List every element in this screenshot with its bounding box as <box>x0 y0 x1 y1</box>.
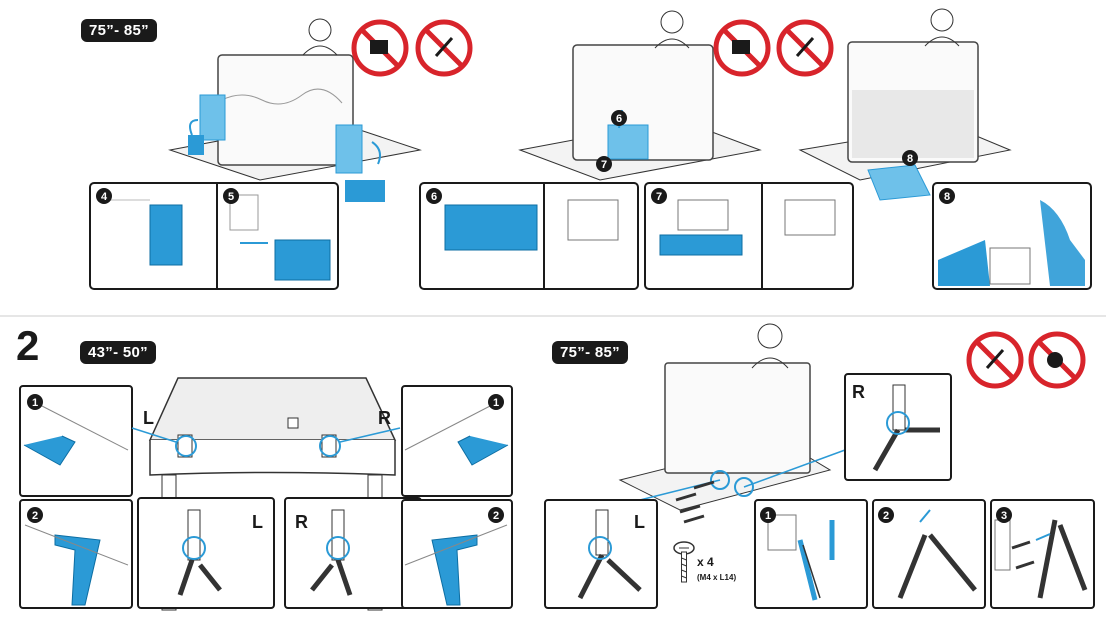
no-sharp-tool-icon <box>418 22 470 74</box>
side-label-right: R <box>295 512 308 532</box>
side-label-left: L <box>634 512 645 532</box>
step-badge-3-label: 3 <box>1001 510 1007 522</box>
tv-on-box-75-85 <box>618 323 846 511</box>
panel-right-step-1 <box>401 385 513 497</box>
step-badge-5-label: 5 <box>228 191 234 203</box>
step-badge-2-label: 2 <box>32 510 38 522</box>
step-badge-2-label: 2 <box>493 510 499 522</box>
callout-7-label: 7 <box>601 159 607 171</box>
panel-left-step-1 <box>19 385 133 497</box>
side-label-left: L <box>143 408 154 428</box>
size-badge-left: 43”- 50” <box>80 341 156 364</box>
screw-count: x 4 <box>697 555 714 569</box>
side-label-right: R <box>852 382 865 402</box>
step-badge-2-label: 2 <box>883 510 889 522</box>
panel-step-7 <box>644 182 854 290</box>
size-badge-right: 75”- 85” <box>552 341 628 364</box>
no-press-screen-icon <box>1031 334 1083 386</box>
panel-75-85-step-2 <box>872 499 986 609</box>
tv-on-table-43-50 <box>131 377 401 611</box>
step-badge-6-label: 6 <box>431 191 437 203</box>
screw-spec: (M4 x L14) <box>697 573 736 582</box>
step-badge-1-label: 1 <box>493 397 499 409</box>
panel-stand-left <box>137 497 275 609</box>
callout-6-label: 6 <box>616 113 622 125</box>
unbox-scene-left <box>168 18 422 202</box>
screw-icon <box>673 541 695 583</box>
step-badge-1-label: 1 <box>765 510 771 522</box>
step-badge-4-label: 4 <box>101 191 108 203</box>
side-label-right: R <box>378 408 391 428</box>
no-drop-on-floor-icon <box>354 22 406 74</box>
no-sharp-tool-icon <box>779 22 831 74</box>
step-badge-8-label: 8 <box>944 191 950 203</box>
side-label-left: L <box>252 512 263 532</box>
size-badge-top: 75”- 85” <box>81 19 157 42</box>
step-number: 2 <box>16 322 40 369</box>
callout-8-label: 8 <box>907 153 913 165</box>
step-badge-1-label: 1 <box>32 397 38 409</box>
panel-75-85-step-1 <box>754 499 868 609</box>
no-drop-on-floor-icon <box>716 22 768 74</box>
screw-group <box>675 480 715 524</box>
foam-block-5 <box>274 239 331 281</box>
unbox-scene-right <box>798 8 1012 201</box>
foam-block-4 <box>149 204 183 266</box>
panel-75-85-step-3 <box>990 499 1095 609</box>
step-badge-7-label: 7 <box>656 191 662 203</box>
no-sharp-tool-icon <box>969 334 1021 386</box>
unbox-scene-middle <box>518 10 762 181</box>
